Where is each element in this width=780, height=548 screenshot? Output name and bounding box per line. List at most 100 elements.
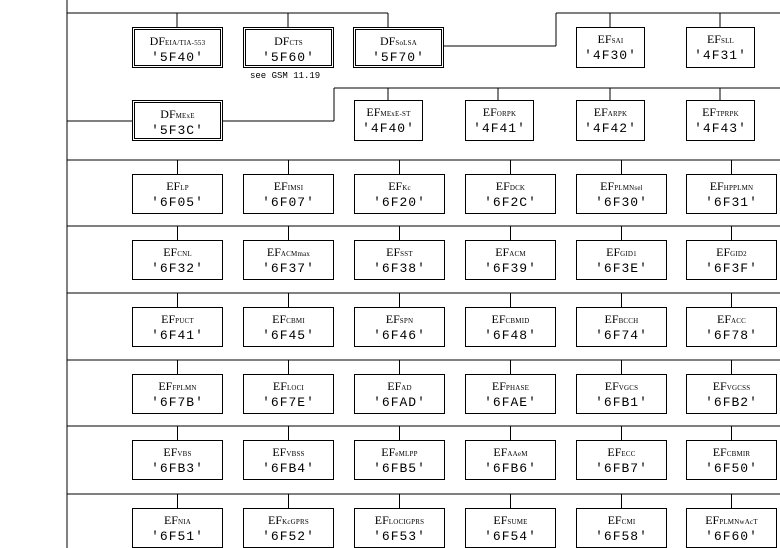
ef-gid1-name: EFGID1 <box>606 245 637 259</box>
ef-fplmn-name: EFFPLMN <box>158 379 197 393</box>
ef-acm-box: EFACM'6F39' <box>465 240 556 280</box>
ef-acm-id: '6F39' <box>484 261 537 276</box>
ef-vgcs-id: '6FB1' <box>595 395 648 410</box>
ef-kcgprs-id: '6F52' <box>262 529 315 544</box>
ef-phase-name: EFPHASE <box>491 379 530 393</box>
ef-puct-id: '6F41' <box>151 328 204 343</box>
ef-sume-id: '6F54' <box>484 529 537 544</box>
ef-emlpp-id: '6FB5' <box>373 461 426 476</box>
ef-vbs-name: EFVBS <box>163 445 192 459</box>
ef-plmnwact-box: EFPLMNwAcT '6F60' <box>686 508 777 548</box>
df-mexe-id: '5F3C' <box>151 123 204 138</box>
ef-puct-name: EFPUCT <box>161 312 194 326</box>
ef-mexe-st-box: EFMExE-ST '4F40' <box>354 100 423 141</box>
ef-kcgprs-box: EFKcGPRS '6F52' <box>243 508 334 548</box>
df-cts-id: '5F60' <box>262 50 315 65</box>
ef-ad-box: EFAD'6FAD' <box>354 374 445 414</box>
ef-aaem-box: EFAAeM'6FB6' <box>465 440 556 480</box>
ef-acc-box: EFACC '6F78' <box>686 307 777 347</box>
ef-sll-name: EFSLL <box>706 32 735 46</box>
df-eia-tia-553-name: DFEIA/TIA-553 <box>149 34 206 48</box>
ef-ecc-id: '6FB7' <box>595 461 648 476</box>
ef-gid2-box: EFGID2 '6F3F' <box>686 240 777 280</box>
ef-bcch-box: EFBCCH'6F74' <box>576 307 667 347</box>
ef-phase-id: '6FAE' <box>484 395 537 410</box>
ef-kc-name: EFKc <box>388 179 411 193</box>
ef-bcch-id: '6F74' <box>595 328 648 343</box>
df-solsa-name: DFSoLSA <box>380 34 417 48</box>
df-cts-box: DFCTS '5F60' <box>243 27 334 68</box>
df-mexe-box: DFMExE '5F3C' <box>132 100 223 141</box>
ef-acmmax-id: '6F37' <box>262 261 315 276</box>
ef-imsi-name: EFIMSI <box>273 179 304 193</box>
ef-hpplmn-id: '6F31' <box>705 195 758 210</box>
ef-cbmid-id: '6F48' <box>484 328 537 343</box>
ef-vgcs-box: EFVGCS '6FB1' <box>576 374 667 414</box>
ef-cbmir-box: EFCBMIR'6F50' <box>686 440 777 480</box>
ef-locigprs-box: EFLOCIGPRS '6F53' <box>354 508 445 548</box>
ef-arpk-box: EFARPK '4F42' <box>576 100 645 141</box>
ef-ecc-name: EFECC <box>607 445 636 459</box>
ef-loci-box: EFLOCI'6F7E' <box>243 374 334 414</box>
ef-plmnsel-box: EFPLMNsel'6F30' <box>576 174 667 214</box>
ef-cbmi-id: '6F45' <box>262 328 315 343</box>
ef-plmnwact-id: '6F60' <box>705 529 758 544</box>
ef-sume-box: EFSUME '6F54' <box>465 508 556 548</box>
ef-kcgprs-name: EFKcGPRS <box>268 513 309 527</box>
ef-puct-box: EFPUCT '6F41' <box>132 307 223 347</box>
ef-vgcss-id: '6FB2' <box>705 395 758 410</box>
ef-spn-id: '6F46' <box>373 328 426 343</box>
ef-nia-box: EFNIA'6F51' <box>132 508 223 548</box>
ef-lp-box: EFLP'6F05' <box>132 174 223 214</box>
ef-cbmi-name: EFCBMI <box>272 312 305 326</box>
df-eia-tia-553-id: '5F40' <box>151 50 204 65</box>
ef-kc-id: '6F20' <box>373 195 426 210</box>
ef-sai-name: EFSAI <box>597 32 624 46</box>
ef-imsi-box: EFIMSI'6F07' <box>243 174 334 214</box>
gsm-note: see GSM 11.19 <box>250 71 321 81</box>
ef-cbmir-id: '6F50' <box>705 461 758 476</box>
ef-fplmn-id: '6F7B' <box>151 395 204 410</box>
ef-acc-name: EFACC <box>716 312 746 326</box>
ef-locigprs-id: '6F53' <box>373 529 426 544</box>
ef-arpk-name: EFARPK <box>593 105 628 119</box>
ef-tprpk-box: EFTPRPK '4F43' <box>686 100 755 141</box>
ef-cbmid-box: EFCBMID '6F48' <box>465 307 556 347</box>
ef-tprpk-id: '4F43' <box>694 121 747 136</box>
ef-cmi-name: EFCMI <box>607 513 636 527</box>
ef-gid2-id: '6F3F' <box>705 261 758 276</box>
ef-cnl-name: EFCNL <box>163 245 192 259</box>
df-solsa-box: DFSoLSA '5F70' <box>353 27 444 68</box>
ef-nia-id: '6F51' <box>151 529 204 544</box>
ef-cnl-id: '6F32' <box>151 261 204 276</box>
ef-kc-box: EFKc '6F20' <box>354 174 445 214</box>
ef-sai-id: '4F30' <box>584 48 637 63</box>
ef-hpplmn-name: EFHPPLMN <box>709 179 754 193</box>
ef-cbmid-name: EFCBMID <box>491 312 530 326</box>
ef-orpk-box: EFORPK '4F41' <box>465 100 534 141</box>
ef-vgcs-name: EFVGCS <box>604 379 639 393</box>
ef-spn-name: EFSPN <box>385 312 414 326</box>
ef-orpk-name: EFORPK <box>482 105 517 119</box>
ef-sll-box: EFSLL '4F31' <box>686 27 755 68</box>
ef-vgcss-box: EFVGCSS'6FB2' <box>686 374 777 414</box>
ef-spn-box: EFSPN '6F46' <box>354 307 445 347</box>
ef-gid1-id: '6F3E' <box>595 261 648 276</box>
ef-emlpp-name: EFeMLPP <box>381 445 418 459</box>
ef-cmi-box: EFCMI'6F58' <box>576 508 667 548</box>
ef-lp-name: EFLP <box>166 179 189 193</box>
ef-loci-name: EFLOCI <box>272 379 305 393</box>
ef-sai-box: EFSAI '4F30' <box>576 27 645 68</box>
ef-acmmax-box: EFACMmax'6F37' <box>243 240 334 280</box>
ef-acc-id: '6F78' <box>705 328 758 343</box>
ef-mexe-st-id: '4F40' <box>362 121 415 136</box>
ef-dck-id: '6F2C' <box>484 195 537 210</box>
ef-locigprs-name: EFLOCIGPRS <box>374 513 425 527</box>
ef-ad-id: '6FAD' <box>373 395 426 410</box>
ef-sst-name: EFSST <box>386 245 413 259</box>
ef-sume-name: EFSUME <box>493 513 528 527</box>
ef-gid2-name: EFGID2 <box>716 245 747 259</box>
df-solsa-id: '5F70' <box>372 50 425 65</box>
ef-plmnwact-name: EFPLMNwAcT <box>705 513 758 527</box>
